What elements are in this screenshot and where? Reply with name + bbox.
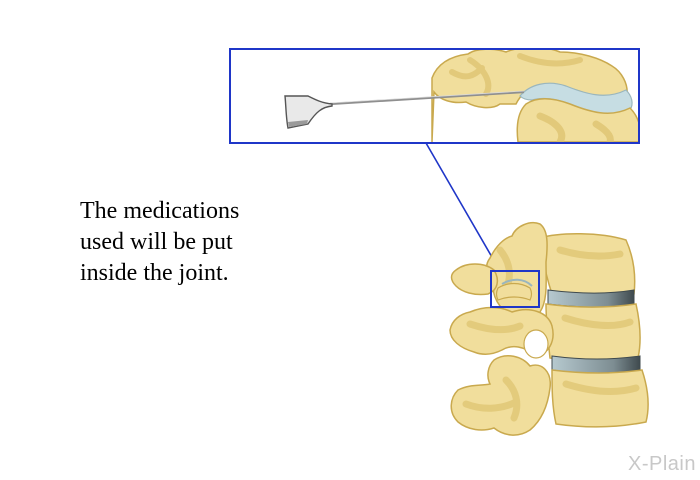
caption-line-3: inside the joint. xyxy=(80,260,229,286)
target-frame xyxy=(490,270,540,308)
lower-disc xyxy=(551,355,641,374)
needle-icon xyxy=(284,90,525,129)
caption-text: The medications used will be put inside … xyxy=(80,196,320,289)
zoom-connector xyxy=(425,142,501,272)
caption-line-1: The medications xyxy=(80,198,240,224)
zoom-inset xyxy=(431,50,638,142)
watermark-logo: X-Plain xyxy=(628,453,696,475)
caption-line-2: used will be put xyxy=(80,229,233,255)
zoom-frame xyxy=(229,48,640,144)
spine-icon xyxy=(449,222,649,436)
